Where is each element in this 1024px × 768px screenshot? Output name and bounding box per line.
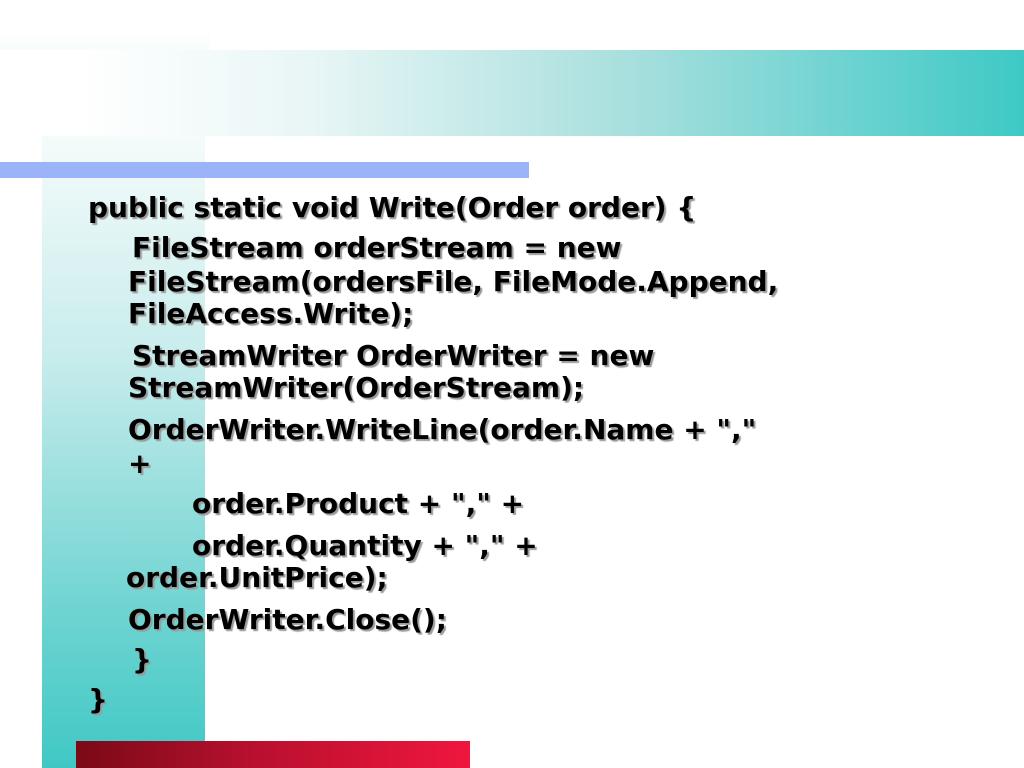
code-line: FileAccess.Write);	[128, 297, 414, 330]
code-line: order.Product + "," +	[192, 487, 525, 520]
code-line: FileStream(ordersFile, FileMode.Append,	[128, 265, 779, 298]
code-line: order.Quantity + "," +	[192, 529, 538, 562]
code-line: StreamWriter(OrderStream);	[128, 371, 585, 404]
code-line: +	[128, 447, 152, 480]
code-line: FileStream orderStream = new	[132, 231, 622, 264]
title-divider-bar	[0, 162, 529, 178]
code-line: }	[88, 683, 108, 716]
header-gradient-band	[0, 50, 1024, 136]
code-line: public static void Write(Order order) {	[88, 191, 697, 224]
code-line: OrderWriter.WriteLine(order.Name + ","	[128, 413, 757, 446]
code-line: OrderWriter.Close();	[128, 603, 447, 636]
footer-accent-bar	[76, 741, 470, 768]
code-line: StreamWriter OrderWriter = new	[132, 339, 655, 372]
code-line: }	[132, 643, 152, 676]
code-line: order.UnitPrice);	[126, 561, 388, 594]
left-gradient-band	[42, 136, 205, 768]
